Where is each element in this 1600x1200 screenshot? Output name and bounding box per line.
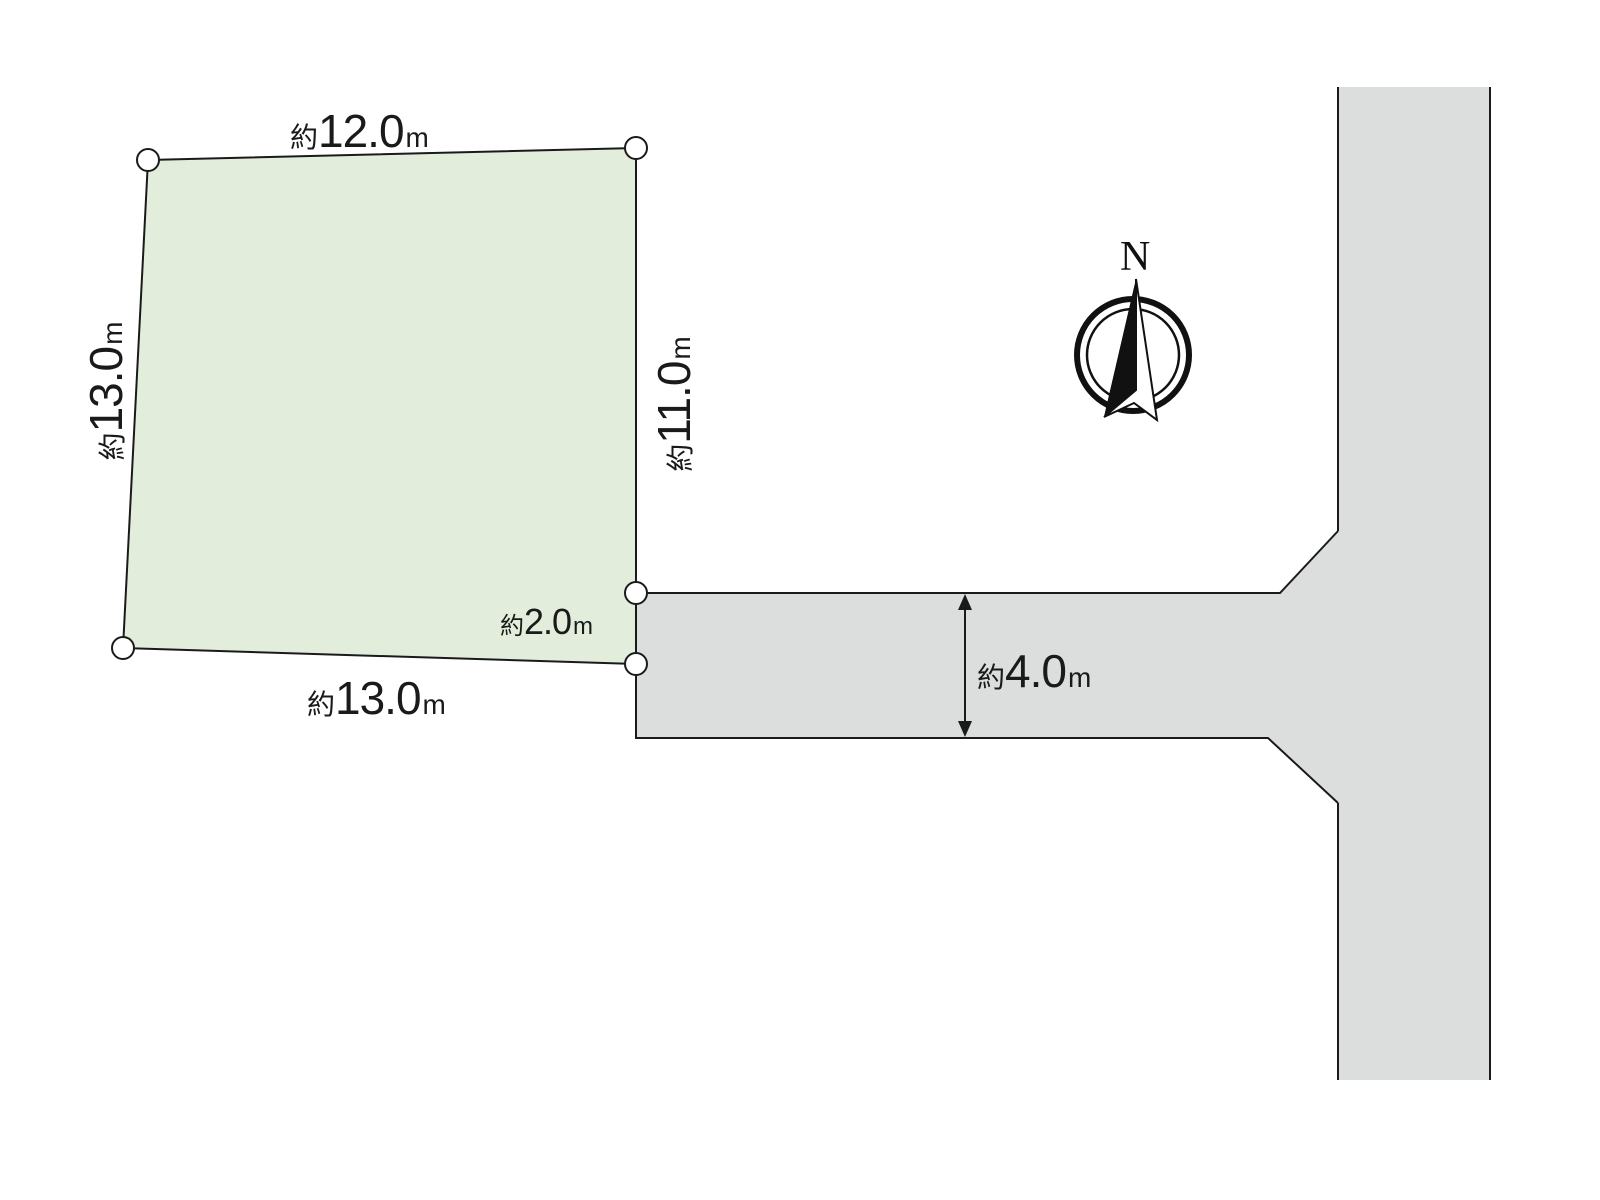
dimension-prefix: 約: [977, 661, 1006, 694]
dimension-unit: m: [573, 613, 594, 640]
dimension-prefix: 約: [664, 443, 697, 472]
dimension-prefix: 約: [500, 612, 524, 640]
dimension-value: 11.0: [648, 361, 700, 444]
dimension-prefix: 約: [96, 432, 129, 461]
dimension-unit: m: [97, 321, 128, 345]
dimension-value: 2.0: [524, 601, 572, 642]
access-road: [636, 531, 1338, 803]
north-arrow-icon: [1074, 278, 1192, 423]
corner-marker: [111, 636, 135, 660]
corner-marker: [624, 652, 648, 676]
corner-marker: [136, 148, 160, 172]
access-road-edge: [636, 530, 1339, 594]
dimension-value: 13.0: [80, 346, 132, 433]
dimension-unit: m: [422, 689, 446, 720]
access-road-edge: [635, 664, 1339, 804]
dimension-value: 4.0: [1005, 645, 1067, 697]
dimension-value: 12.0: [318, 105, 405, 157]
dimension-prefix: 約: [307, 688, 336, 721]
dimension-unit: m: [405, 122, 429, 153]
dimension-unit: m: [665, 336, 696, 360]
road-width-arrow-icon: [958, 594, 972, 737]
main-road: [1338, 87, 1490, 1080]
dimension-prefix: 約: [290, 121, 319, 154]
corner-marker: [624, 136, 648, 160]
corner-marker: [624, 581, 648, 605]
land-plot: [121, 146, 637, 666]
dimension-value: 13.0: [335, 672, 422, 724]
dimension-unit: m: [1067, 662, 1092, 693]
compass-north-label: N: [1120, 234, 1151, 280]
